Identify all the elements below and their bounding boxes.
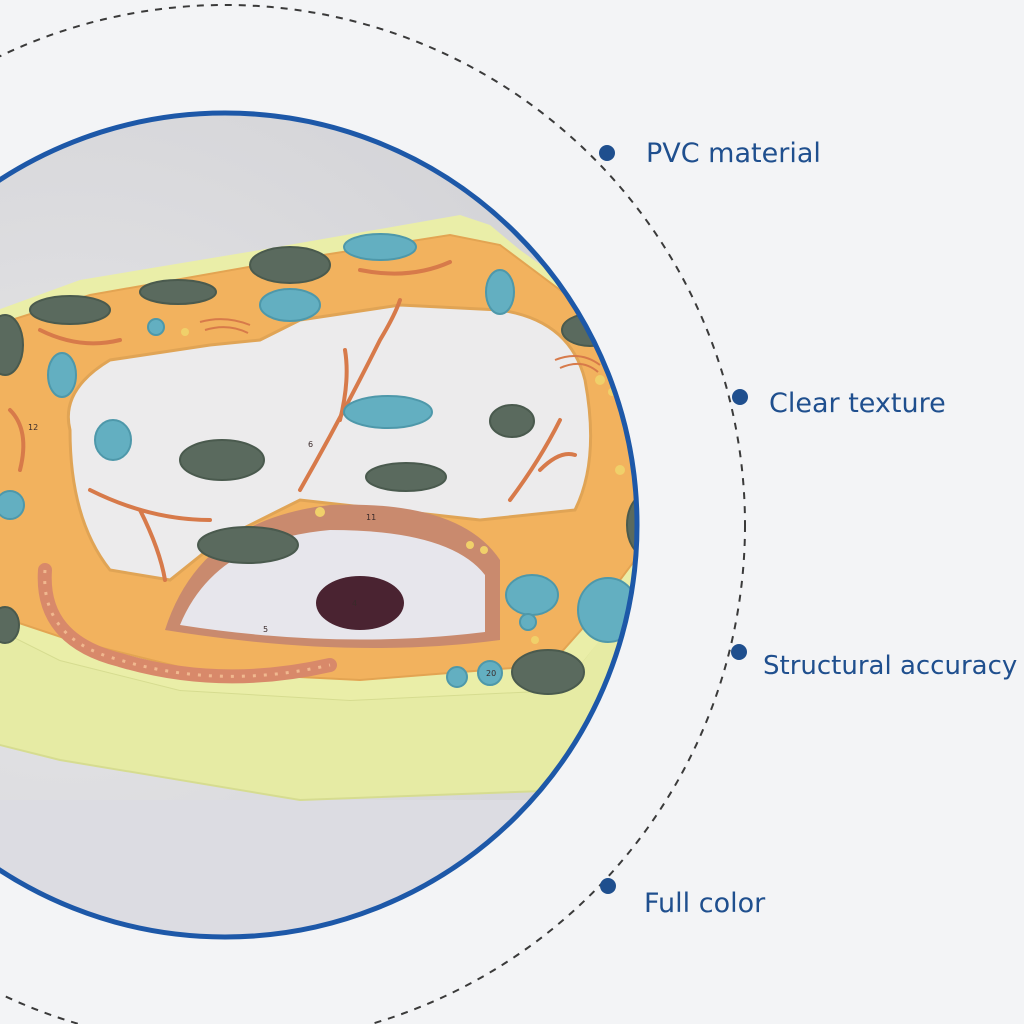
dot-marker-icon bbox=[600, 878, 616, 894]
feature-label-pvc-material: PVC material bbox=[646, 138, 821, 169]
model-label-6: 6 bbox=[308, 440, 313, 449]
dot-marker-icon bbox=[732, 389, 748, 405]
dot-marker-icon bbox=[599, 145, 615, 161]
model-label-11: 11 bbox=[366, 513, 376, 522]
lens-ring bbox=[0, 110, 640, 940]
feature-label-clear-texture: Clear texture bbox=[769, 388, 946, 419]
model-label-5: 5 bbox=[263, 625, 268, 634]
model-label-20: 20 bbox=[486, 669, 496, 678]
model-label-4: 4 bbox=[352, 599, 357, 608]
model-label-12: 12 bbox=[28, 423, 38, 432]
granules bbox=[181, 328, 625, 644]
dot-marker-icon bbox=[731, 644, 747, 660]
feature-label-full-color: Full color bbox=[644, 888, 766, 919]
vacuole bbox=[66, 303, 593, 582]
model-number-labels: 12 6 11 5 4 20 bbox=[28, 423, 496, 678]
chloroplasts bbox=[0, 246, 635, 695]
cell-model-photo: 12 6 11 5 4 20 bbox=[0, 115, 635, 935]
endoplasmic-reticulum bbox=[8, 260, 577, 582]
feature-label-structural-accuracy: Structural accuracy bbox=[763, 651, 1018, 681]
golgi bbox=[199, 318, 601, 373]
nucleolus bbox=[316, 576, 404, 630]
dashed-ring bbox=[0, 4, 746, 1024]
